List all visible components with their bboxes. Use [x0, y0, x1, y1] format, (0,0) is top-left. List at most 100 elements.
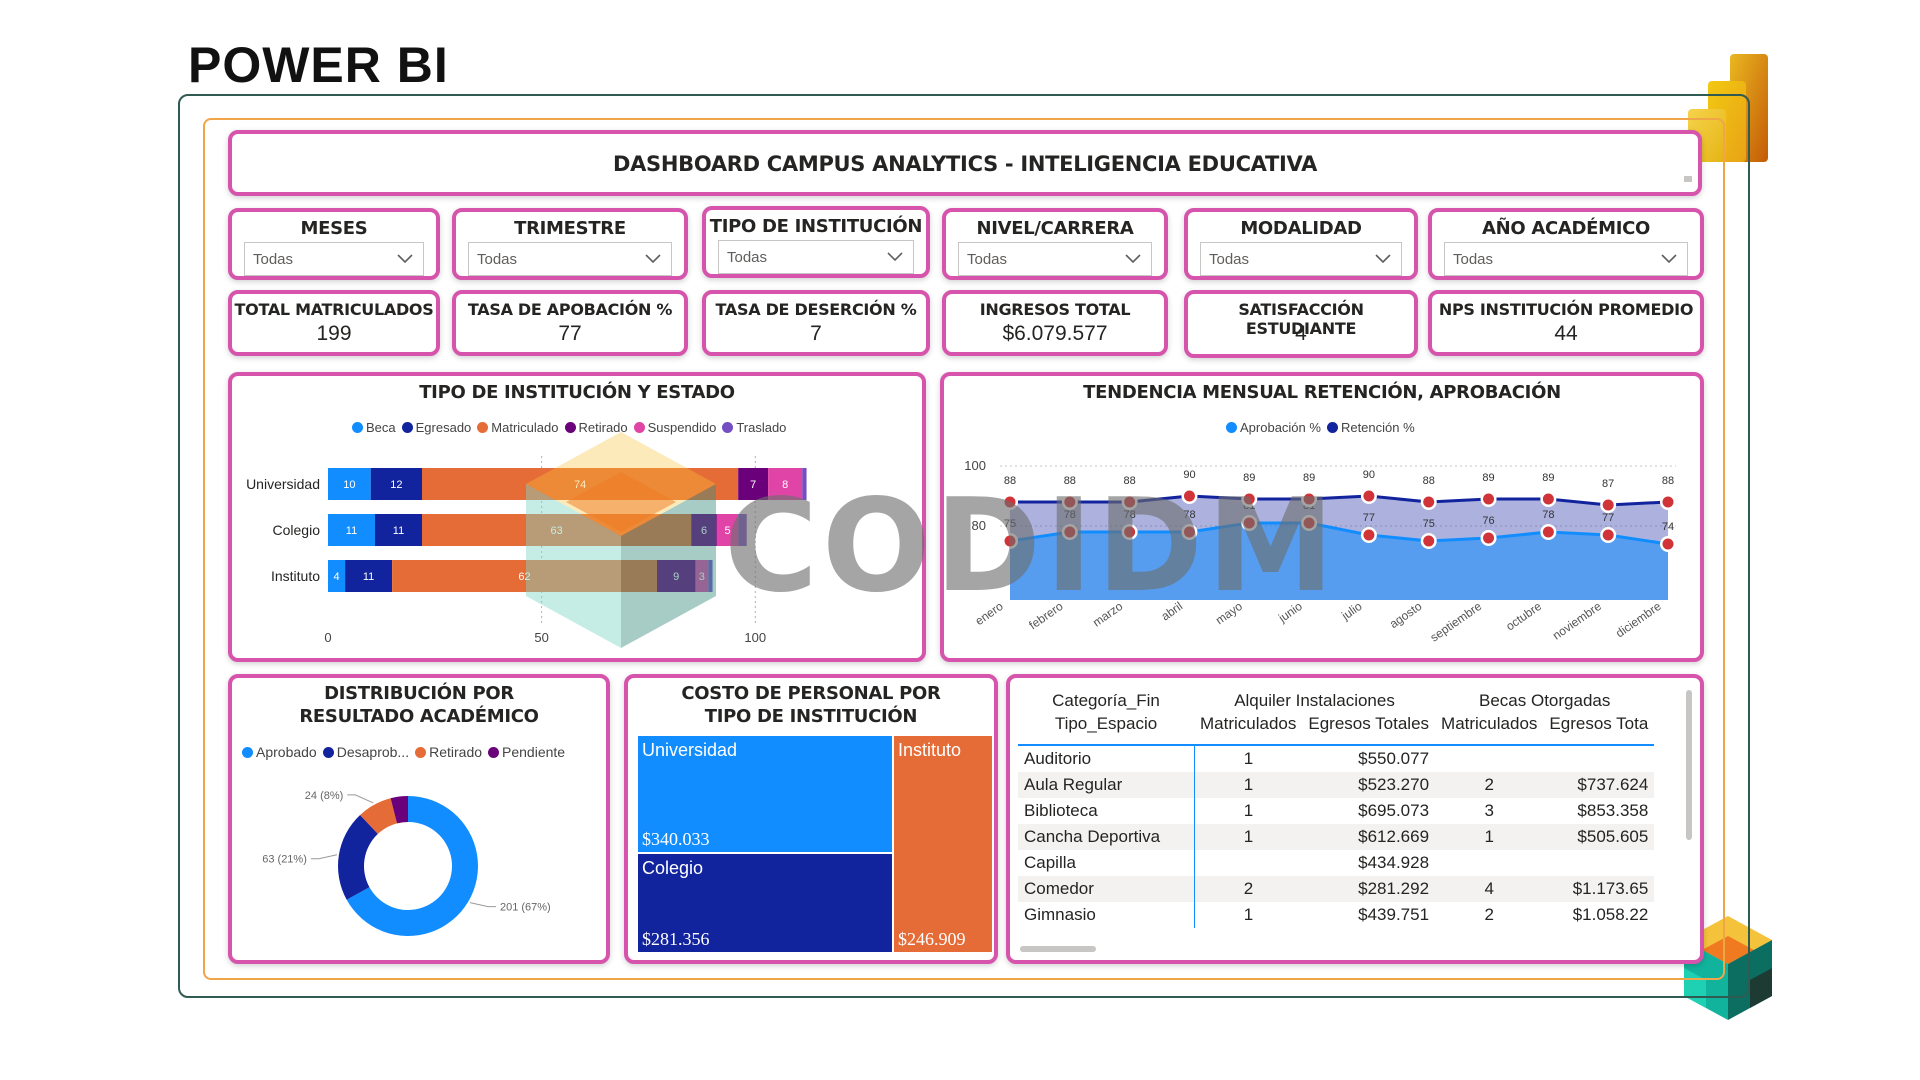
- bar-legend-item[interactable]: Suspendido: [633, 420, 717, 435]
- data-label: 89: [1542, 472, 1554, 484]
- horizontal-scrollbar[interactable]: [1020, 946, 1096, 952]
- bar-legend-item[interactable]: Matriculado: [477, 420, 559, 435]
- data-point[interactable]: [1064, 496, 1076, 508]
- resize-handle[interactable]: [1684, 176, 1692, 182]
- treemap-tile-instituto[interactable]: Instituto $246.909: [894, 736, 992, 952]
- bar-segment[interactable]: [375, 514, 422, 546]
- data-label: 88: [1124, 475, 1136, 487]
- data-point[interactable]: [1243, 493, 1255, 505]
- data-point[interactable]: [1124, 496, 1136, 508]
- kpi-label: NPS INSTITUCIÓN PROMEDIO: [1438, 300, 1694, 319]
- x-tick-label: 0: [324, 630, 331, 645]
- bar-segment[interactable]: [345, 560, 393, 592]
- data-point[interactable]: [1303, 517, 1315, 529]
- legend-label: Suspendido: [647, 420, 717, 435]
- legend-dot-icon: [477, 422, 489, 433]
- dropdown-value: Todas: [727, 249, 768, 266]
- data-point[interactable]: [1124, 526, 1136, 538]
- data-point[interactable]: [1363, 490, 1375, 502]
- x-tick-label: julio: [1338, 599, 1365, 623]
- dropdown-value: Todas: [253, 251, 294, 268]
- data-point[interactable]: [1542, 526, 1554, 538]
- matrix-viewport[interactable]: Categoría_Fin Alquiler Instalaciones Bec…: [1018, 688, 1698, 948]
- bar-segment[interactable]: [328, 514, 375, 546]
- slicer-trimestre: TRIMESTRE Todas: [452, 208, 688, 280]
- x-tick-label: febrero: [1026, 599, 1065, 632]
- donut-legend-item[interactable]: Retirado: [415, 744, 482, 760]
- donut-legend-item[interactable]: Desaprob...: [322, 744, 409, 760]
- bar-segment[interactable]: [328, 560, 346, 592]
- table-cell: $281.292: [1302, 876, 1436, 902]
- slicer-dropdown-nivel-carrera[interactable]: Todas: [958, 242, 1152, 276]
- bar-legend-item[interactable]: Egresado: [401, 420, 471, 435]
- treemap-tile-universidad[interactable]: Universidad $340.033: [638, 736, 892, 852]
- table-cell: $523.270: [1302, 772, 1436, 798]
- bar-segment[interactable]: [691, 514, 717, 546]
- data-point[interactable]: [1004, 496, 1016, 508]
- slicer-dropdown-meses[interactable]: Todas: [244, 242, 424, 276]
- data-point[interactable]: [1662, 538, 1674, 550]
- data-point[interactable]: [1662, 496, 1674, 508]
- bar-data-label: 12: [390, 479, 402, 491]
- bar-segment[interactable]: [328, 468, 371, 500]
- bar-segment[interactable]: [738, 468, 769, 500]
- bar-segment[interactable]: [370, 468, 422, 500]
- data-point[interactable]: [1602, 499, 1614, 511]
- data-label: 77: [1602, 512, 1614, 524]
- treemap-tile-colegio[interactable]: Colegio $281.356: [638, 854, 892, 952]
- data-point[interactable]: [1064, 526, 1076, 538]
- data-point[interactable]: [1423, 496, 1435, 508]
- data-point[interactable]: [1542, 493, 1554, 505]
- data-point[interactable]: [1483, 532, 1495, 544]
- line-legend-item[interactable]: Retención %: [1326, 420, 1415, 435]
- bar-segment[interactable]: [716, 514, 739, 546]
- line-legend-item[interactable]: Aprobación %: [1226, 420, 1321, 435]
- data-point[interactable]: [1363, 529, 1375, 541]
- legend-dot-icon: [1326, 422, 1338, 433]
- bar-segment[interactable]: [738, 514, 747, 546]
- bar-segment[interactable]: [708, 560, 713, 592]
- donut-slice[interactable]: [390, 796, 408, 824]
- table-cell: 1: [1194, 772, 1303, 798]
- bar-segment[interactable]: [768, 468, 803, 500]
- data-point[interactable]: [1303, 493, 1315, 505]
- vertical-scrollbar[interactable]: [1686, 690, 1692, 840]
- bar-segment[interactable]: [657, 560, 696, 592]
- data-point[interactable]: [1004, 535, 1016, 547]
- kpi-label: TOTAL MATRICULADOS: [234, 300, 434, 319]
- donut-slice[interactable]: [360, 798, 398, 834]
- donut-slice[interactable]: [338, 814, 378, 900]
- bar-segment[interactable]: [802, 468, 807, 500]
- data-point[interactable]: [1183, 490, 1195, 502]
- data-point[interactable]: [1183, 526, 1195, 538]
- data-label: 89: [1482, 472, 1494, 484]
- bar-legend-item[interactable]: Retirado: [564, 420, 628, 435]
- donut-slice[interactable]: [346, 796, 478, 936]
- data-point[interactable]: [1483, 493, 1495, 505]
- donut-legend-item[interactable]: Pendiente: [488, 744, 565, 760]
- x-tick-label: enero: [973, 599, 1006, 628]
- table-row[interactable]: Capilla$434.928: [1018, 850, 1654, 876]
- data-point[interactable]: [1243, 517, 1255, 529]
- slicer-label: MESES: [300, 218, 368, 239]
- data-label: 78: [1064, 509, 1076, 521]
- bar-legend-item[interactable]: Traslado: [722, 420, 786, 435]
- data-point[interactable]: [1423, 535, 1435, 547]
- data-point[interactable]: [1602, 529, 1614, 541]
- row-header-cell: Biblioteca: [1018, 798, 1195, 824]
- bar-segment[interactable]: [392, 560, 657, 592]
- slicer-dropdown-modalidad[interactable]: Todas: [1200, 242, 1402, 276]
- slicer-dropdown-trimestre[interactable]: Todas: [468, 242, 672, 276]
- bar-segment[interactable]: [695, 560, 709, 592]
- donut-legend-item[interactable]: Aprobado: [242, 744, 317, 760]
- slicer-dropdown-tipo-institucion[interactable]: Todas: [718, 240, 914, 274]
- slicer-dropdown-ano-academico[interactable]: Todas: [1444, 242, 1688, 276]
- table-cell: $1.058.22: [1572, 905, 1649, 924]
- bar-legend-item[interactable]: Beca: [352, 420, 396, 435]
